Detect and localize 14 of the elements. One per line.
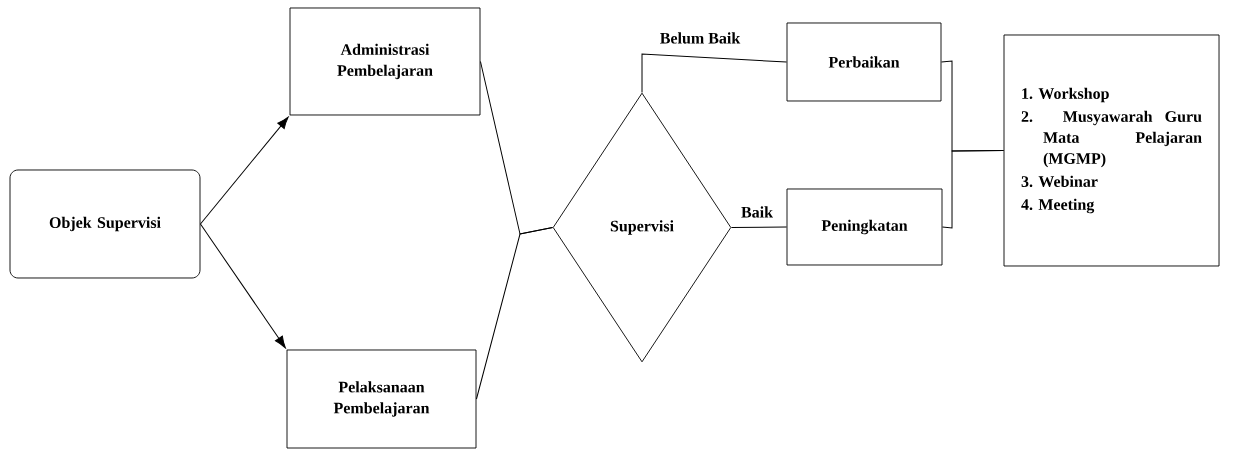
edge-label: Belum Baik: [658, 31, 742, 45]
process-box: Administrasi Pembelajaran: [289, 7, 481, 116]
edge-label: Baik: [740, 205, 774, 219]
arrow: [199, 116, 289, 225]
list-box: 1. Workshop 2. Musyawarah Guru Mata Pelajaran (MGMP) 3. Webinar 4. Meeting: [1003, 34, 1220, 267]
process-box: Peningkatan: [786, 188, 943, 266]
connector-line: [941, 150, 1005, 229]
connector-line: [730, 226, 788, 228]
process-box: Perbaikan: [786, 22, 942, 102]
process-box: Pelaksanaan Pembelajaran: [286, 349, 477, 449]
connector-line: [475, 227, 554, 400]
arrow: [199, 223, 286, 349]
connector-line: [641, 53, 788, 94]
process-box: Objek Supervisi: [9, 169, 201, 279]
